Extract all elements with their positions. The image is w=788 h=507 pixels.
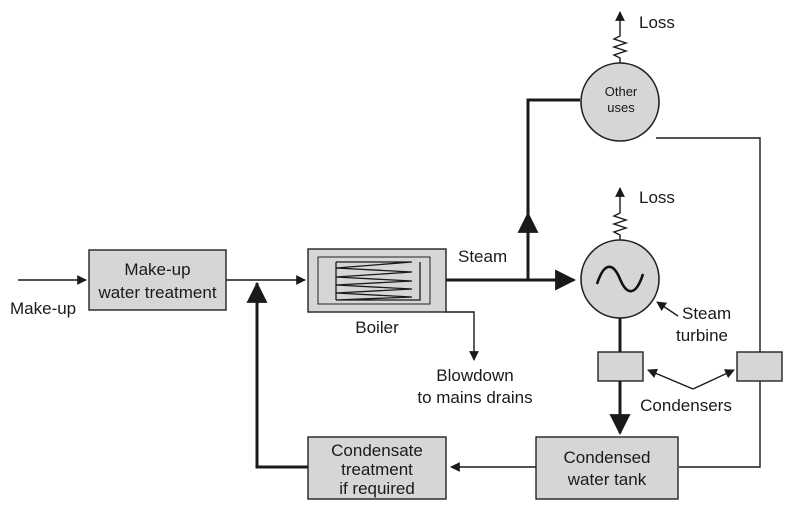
loss-turbine-label: Loss (639, 188, 675, 207)
turbine-label-line1: Steam (682, 304, 731, 323)
boiler-inner-frame (317, 256, 431, 305)
turbine-pointer-arrow (656, 301, 679, 317)
turbine-label-line2: turbine (676, 326, 728, 345)
treatment-line2: treatment (341, 460, 413, 479)
other-uses-line1: Other (605, 84, 638, 99)
tank-label-line2: water tank (567, 470, 647, 489)
boiler-box (307, 248, 447, 313)
treatment-line1: Condensate (331, 441, 423, 460)
condensers-pointer-left (647, 368, 694, 390)
blowdown-line1: Blowdown (436, 366, 514, 385)
makeup-box-line1: Make-up (124, 260, 190, 279)
other-uses-line2: uses (607, 100, 635, 115)
condensers-label: Condensers (640, 396, 732, 415)
makeup-inlet-label: Make-up (10, 299, 76, 318)
condensed-water-tank-box (535, 436, 679, 500)
boiler-coil (335, 261, 421, 301)
condensate-return-line (255, 283, 308, 469)
steam-label: Steam (458, 247, 507, 266)
other-uses-return-line (656, 137, 761, 468)
blowdown-line2: to mains drains (417, 388, 532, 407)
tank-label-line1: Condensed (564, 448, 651, 467)
steam-to-other-uses-line (526, 98, 580, 214)
makeup-box-line2: water treatment (97, 283, 216, 302)
loss-turbine-arrow (611, 187, 629, 240)
blowdown-arrow (446, 311, 479, 361)
loss-top-label: Loss (639, 13, 675, 32)
turbine-sine-icon (595, 265, 645, 293)
condenser-right-box (736, 351, 783, 382)
condensers-pointer-right (692, 369, 735, 390)
loss-top-arrow (611, 11, 629, 63)
condenser-left-box (597, 351, 644, 382)
condensate-treatment-box (307, 436, 447, 500)
boiler-label: Boiler (355, 318, 399, 337)
treatment-line3: if required (339, 479, 415, 498)
